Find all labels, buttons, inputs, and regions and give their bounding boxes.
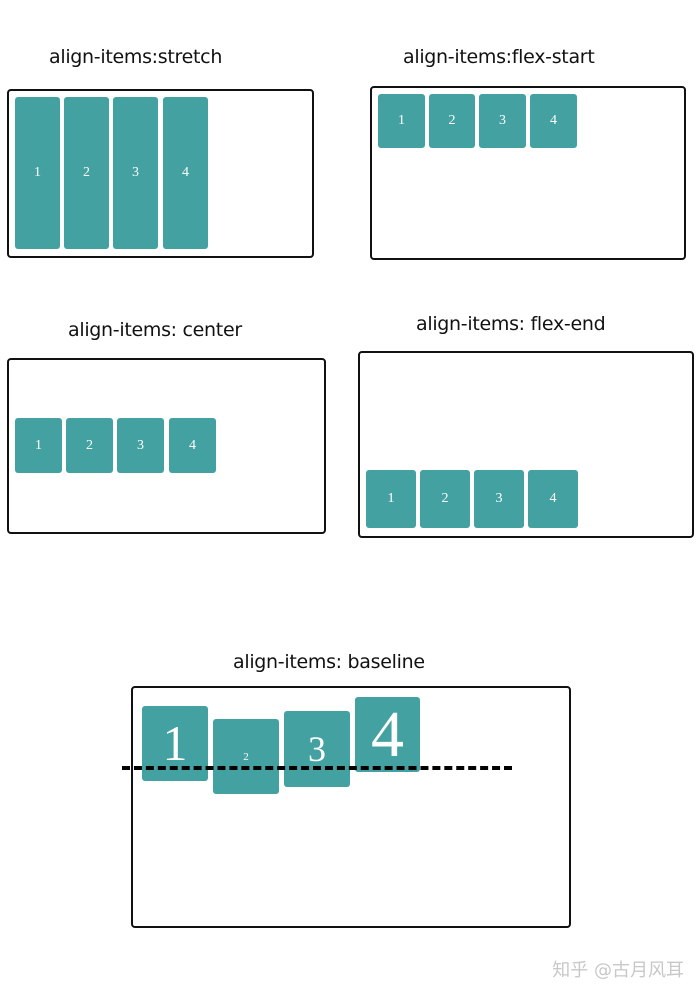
flex-item-1: 1 (15, 97, 60, 249)
flex-item-2: 2 (429, 94, 475, 148)
watermark: 知乎 @古月风耳 (552, 960, 684, 981)
baseline-dashed-line (122, 766, 512, 770)
panel-title-baseline: align-items: baseline (233, 651, 425, 673)
flex-item-4: 4 (528, 470, 578, 528)
panel-title-flex-start: align-items:flex-start (403, 46, 595, 68)
flex-item-4: 4 (530, 94, 577, 148)
flex-item-4: 4 (163, 97, 208, 249)
panel-title-stretch: align-items:stretch (49, 46, 223, 68)
flex-item-3: 3 (474, 470, 524, 528)
flex-item-4: 4 (169, 418, 216, 473)
flex-item-4: 4 (355, 697, 420, 772)
flex-item-2: 2 (420, 470, 470, 528)
flex-item-2: 2 (66, 418, 113, 473)
flex-item-1: 1 (366, 470, 416, 528)
panel-title-flex-end: align-items: flex-end (416, 313, 606, 335)
flex-item-3: 3 (479, 94, 526, 148)
flex-item-3: 3 (284, 711, 350, 787)
flex-item-2: 2 (213, 719, 279, 794)
flex-item-1: 1 (15, 418, 62, 473)
flex-item-2: 2 (64, 97, 109, 249)
flex-item-1: 1 (378, 94, 425, 148)
flex-item-3: 3 (113, 97, 158, 249)
panel-title-center: align-items: center (68, 319, 242, 341)
flex-item-3: 3 (117, 418, 164, 473)
